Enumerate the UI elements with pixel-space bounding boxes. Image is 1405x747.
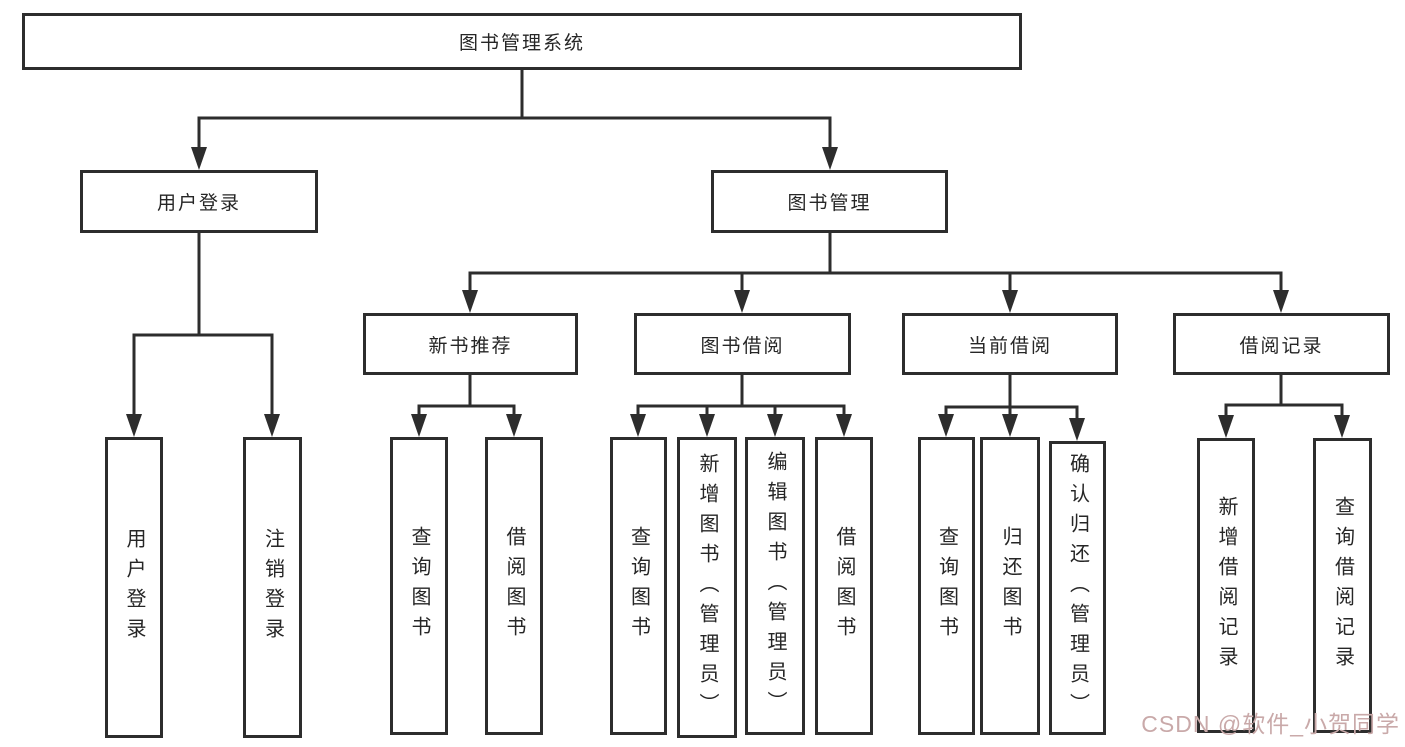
edge-recommend-to-children	[411, 375, 522, 437]
node-borrow-add-books-admin: 新增图书（管理员）	[677, 437, 737, 738]
node-library-management-system: 图书管理系统	[22, 13, 1022, 70]
node-borrow-borrow-books: 借阅图书	[815, 437, 873, 735]
node-records-add-record-label: 新增借阅记录	[1215, 495, 1237, 676]
node-logout-leaf: 注销登录	[243, 437, 302, 738]
node-borrow-edit-books-admin-label: 编辑图书（管理员）	[764, 451, 786, 721]
edge-records-to-children	[1218, 375, 1350, 438]
node-records-add-record: 新增借阅记录	[1197, 438, 1255, 733]
node-borrow-records: 借阅记录	[1173, 313, 1390, 375]
node-borrow-edit-books-admin: 编辑图书（管理员）	[745, 437, 805, 735]
node-recommend-borrow-books-label: 借阅图书	[503, 526, 525, 646]
node-current-query-books-label: 查询图书	[935, 526, 958, 646]
node-borrow-query-books-label: 查询图书	[627, 526, 650, 646]
node-current-confirm-return-admin: 确认归还（管理员）	[1049, 441, 1106, 735]
node-borrow-query-books: 查询图书	[610, 437, 667, 735]
node-current-borrow: 当前借阅	[902, 313, 1118, 375]
node-recommend-query-books: 查询图书	[390, 437, 448, 735]
node-book-borrow: 图书借阅	[634, 313, 851, 375]
node-new-book-recommend: 新书推荐	[363, 313, 578, 375]
node-records-query-record-label: 查询借阅记录	[1331, 495, 1354, 676]
node-borrow-add-books-admin-label: 新增图书（管理员）	[696, 452, 718, 723]
node-current-return-books-label: 归还图书	[999, 526, 1021, 646]
node-user-login: 用户登录	[80, 170, 318, 233]
node-login-leaf-label: 用户登录	[123, 527, 145, 648]
node-current-return-books: 归还图书	[980, 437, 1040, 735]
csdn-watermark: CSDN @软件_小贺同学	[1141, 711, 1400, 737]
edge-bookmgmt-to-level3	[462, 233, 1289, 313]
edge-borrow-to-children	[630, 375, 852, 437]
node-current-confirm-return-admin-label: 确认归还（管理员）	[1066, 453, 1089, 723]
node-book-management: 图书管理	[711, 170, 948, 233]
node-logout-leaf-label: 注销登录	[261, 527, 284, 648]
node-login-leaf: 用户登录	[105, 437, 163, 738]
node-recommend-borrow-books: 借阅图书	[485, 437, 543, 735]
node-current-query-books: 查询图书	[918, 437, 975, 735]
edge-userlogin-to-children	[126, 233, 280, 437]
edge-current-to-children	[938, 375, 1085, 441]
node-records-query-record: 查询借阅记录	[1313, 438, 1372, 733]
node-recommend-query-books-label: 查询图书	[408, 526, 430, 646]
node-borrow-borrow-books-label: 借阅图书	[833, 526, 855, 646]
edge-root-to-level2	[191, 70, 838, 170]
